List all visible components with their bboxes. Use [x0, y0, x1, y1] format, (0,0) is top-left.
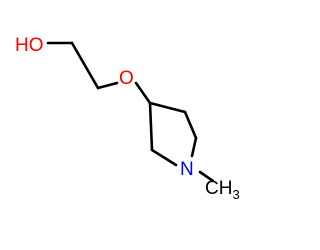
bond-c1-c2	[70, 41, 100, 90]
structure-canvas: HO O N CH3	[15, 35, 240, 202]
ether-oxygen-label: O	[119, 68, 134, 89]
bonds	[46, 41, 215, 183]
bond-c5-c6	[150, 148, 178, 167]
bond-n-methyl	[198, 170, 215, 183]
ring-nitrogen-label: N	[180, 159, 194, 180]
molecule-diagram: HO O N CH3	[15, 35, 240, 202]
bond-c4-c5	[148, 101, 154, 152]
bond-c4-c3	[148, 101, 187, 114]
bond-c2r-n	[190, 136, 198, 158]
methyl-subscript: 3	[232, 187, 239, 202]
methyl-ch: CH	[205, 178, 232, 199]
bond-c2-o	[96, 81, 119, 90]
bond-o-c4	[134, 81, 152, 105]
methyl-label: CH3	[205, 178, 240, 202]
bond-c3-c2r	[183, 110, 198, 140]
hydroxyl-label: HO	[15, 35, 44, 56]
